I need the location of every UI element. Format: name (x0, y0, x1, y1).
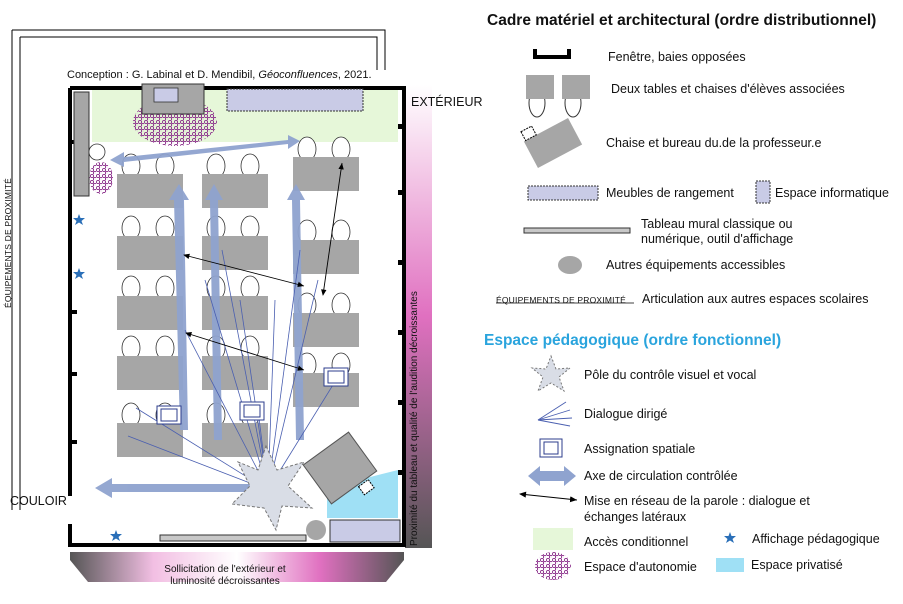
luminosity-gradient (70, 552, 404, 582)
legend-pedagogic-title: Espace pédagogique (ordre fonctionnel) (484, 332, 782, 349)
legend-storage-symbol (527, 185, 599, 201)
legend-display-label: Affichage pédagogique (752, 532, 880, 546)
legend-control-pole-label: Pôle du contrôle visuel et vocal (584, 368, 757, 382)
legend-teacher-desk-label: Chaise et bureau du.de la professeur.e (606, 136, 822, 150)
legend-control-pole-symbol (530, 354, 572, 393)
student-table-pair (117, 174, 183, 208)
left-proximity-label: ÉQUIPEMENTS DE PROXIMITÉ (3, 178, 13, 308)
right-gradient-label: Proximité du tableau et qualité de l'aud… (409, 291, 420, 546)
legend-student-tables-symbol (526, 75, 590, 118)
audition-gradient (405, 85, 432, 548)
building-outline (11, 29, 386, 510)
left-chair (88, 143, 106, 161)
legend-material-title: Cadre matériel et architectural (ordre d… (487, 12, 877, 29)
teacher-desk (302, 431, 378, 505)
legend-autonomy-symbol (535, 552, 571, 580)
legend-dialogue-symbol (537, 401, 573, 427)
legend-storage-label: Meubles de rangement (606, 186, 734, 200)
legend-board-symbol (523, 227, 631, 234)
legend-circulation-label: Axe de circulation contrôlée (584, 469, 738, 483)
classroom-walls (66, 86, 406, 547)
legend-computer-symbol (755, 180, 771, 204)
pedagogic-display-stars (73, 214, 122, 541)
student-table-pair (117, 296, 183, 330)
credit-journal: Géoconfluences (258, 69, 338, 81)
legend-privatized-label: Espace privatisé (751, 558, 843, 572)
student-table-pair (293, 240, 359, 274)
computer-screen (153, 87, 179, 103)
spatial-assignments (156, 367, 349, 425)
legend-conditional-access-label: Accès conditionnel (584, 535, 689, 549)
privatized-space (327, 470, 398, 518)
student-table-pair (202, 423, 268, 457)
legend-autonomy-label: Espace d'autonomie (584, 560, 697, 574)
student-table-pair (117, 423, 183, 457)
legend-window-symbol (533, 49, 571, 59)
legend-assignment-symbol (539, 438, 563, 458)
student-tables (117, 136, 359, 457)
legend-assignment-label: Assignation spatiale (584, 442, 696, 456)
legend-student-tables-label: Deux tables et chaises d'élèves associée… (611, 82, 845, 96)
other-equipment (306, 520, 326, 540)
legend-proximity-term: ÉQUIPEMENTS DE PROXIMITÉ (496, 295, 626, 305)
student-table-pair (117, 356, 183, 390)
student-table-pair (293, 313, 359, 347)
legend-conditional-access-symbol (533, 528, 573, 550)
storage-bottom (329, 519, 401, 543)
circulation-axes (95, 135, 305, 498)
legend-window-label: Fenêtre, baies opposées (608, 50, 746, 64)
legend-speech-network-symbol (519, 491, 578, 503)
legend-display-symbol (724, 532, 736, 543)
exterior-label: EXTÉRIEUR (411, 95, 483, 109)
legend-proximity-desc: Articulation aux autres espaces scolaire… (642, 292, 869, 306)
legend-other-equipment-label: Autres équipements accessibles (606, 258, 786, 272)
legend-circulation-symbol (528, 466, 576, 486)
legend-other-equipment-symbol (558, 256, 582, 274)
student-table-pair (117, 236, 183, 270)
legend-computer-label: Espace informatique (775, 186, 889, 200)
wall-board (159, 534, 307, 542)
speech-network-arrows (183, 162, 344, 371)
legend-privatized-symbol (716, 558, 744, 572)
legend-dialogue-label: Dialogue dirigé (584, 407, 668, 421)
credit-line: Conception : G. Labinal et D. Mendibil, … (67, 69, 372, 81)
storage-left (73, 91, 90, 197)
legend-teacher-desk-symbol (520, 118, 583, 168)
student-table-pair (202, 356, 268, 390)
control-pole-star (230, 444, 314, 532)
legend-speech-network-label: Mise en réseau de la parole : dialogue e… (584, 494, 810, 524)
autonomy-space-left (89, 162, 113, 194)
corridor-label: COULOIR (10, 494, 67, 508)
student-table-pair (293, 157, 359, 191)
storage-top (226, 88, 364, 112)
